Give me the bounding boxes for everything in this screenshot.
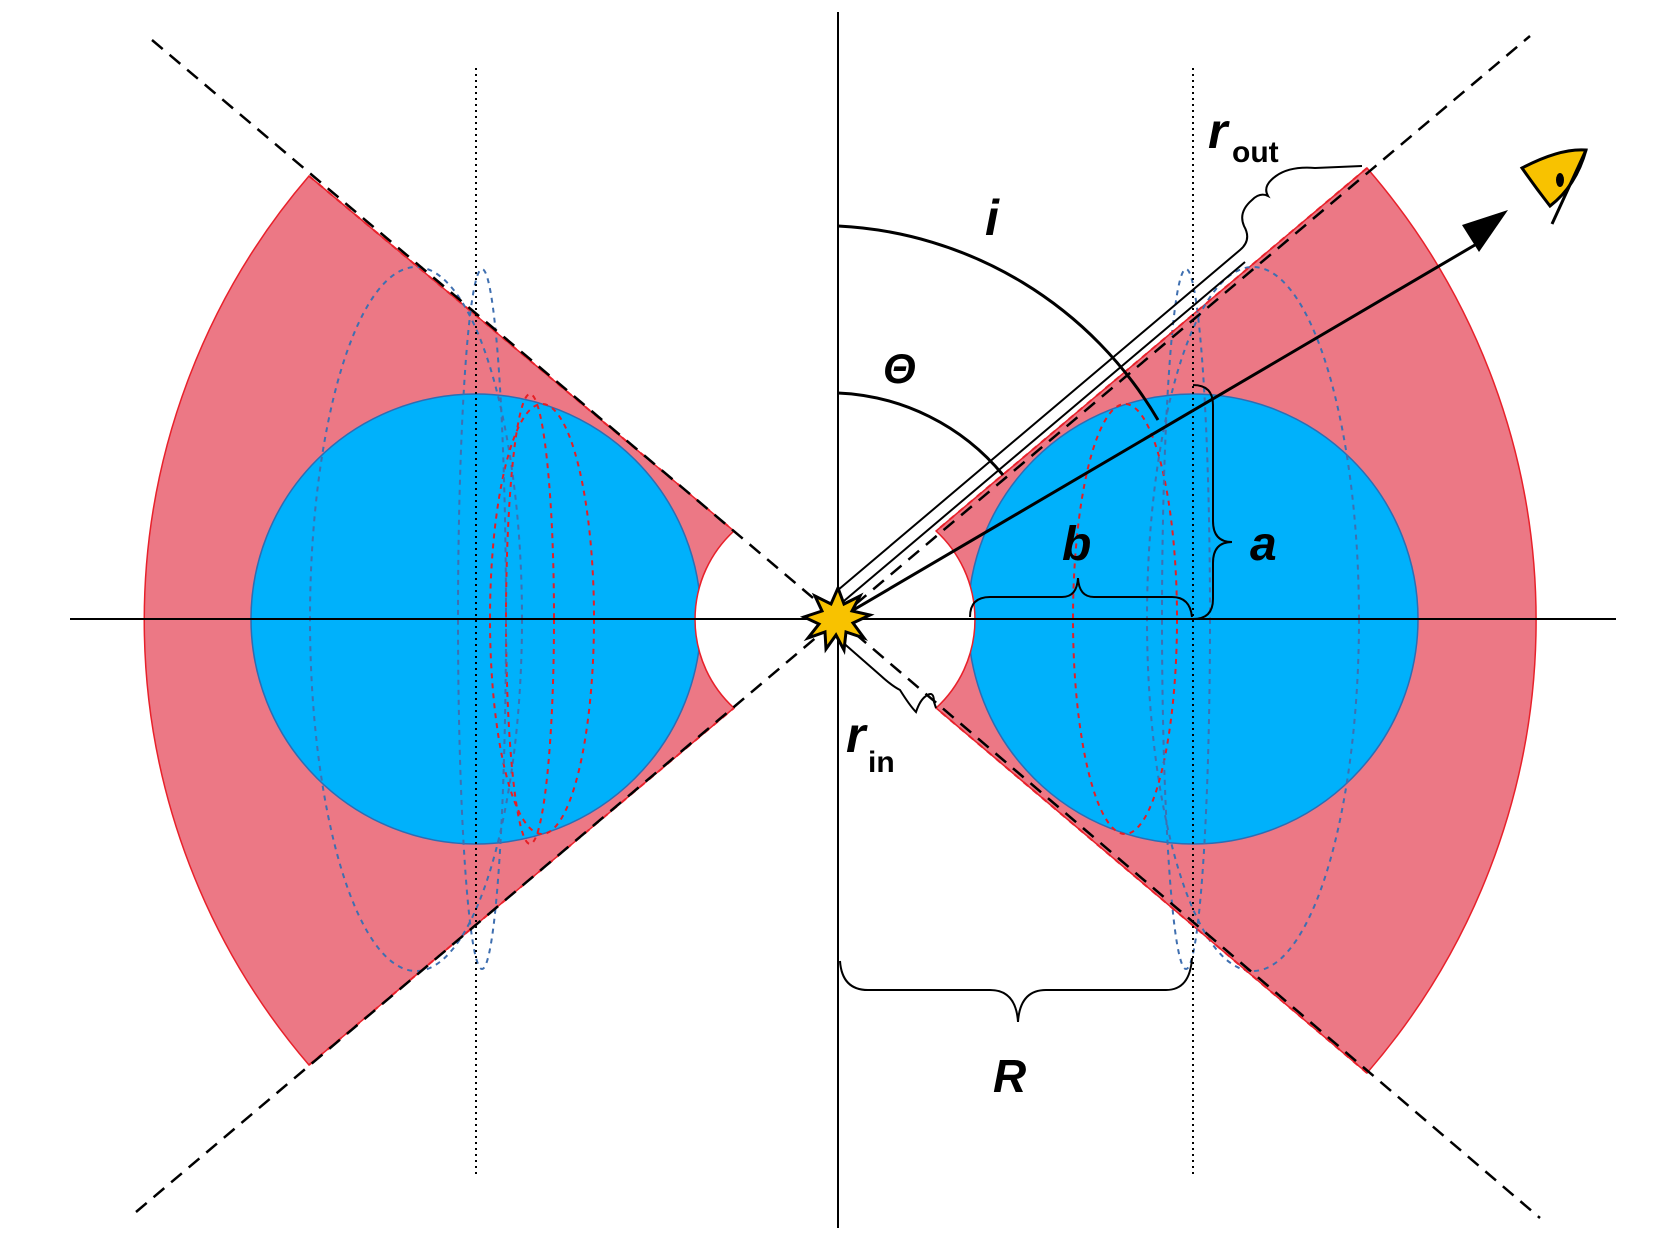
line-of-sight <box>837 240 1481 621</box>
b-label: b <box>1062 518 1091 571</box>
a-brace <box>1192 384 1233 620</box>
r-out-brace <box>837 165 1363 591</box>
r-out-label: r <box>1208 103 1230 159</box>
line-of-sight-arrowhead <box>1462 210 1508 252</box>
left-lower-cone-edge <box>308 707 735 1066</box>
r-out-subscript: out <box>1232 136 1279 169</box>
r-in-brace <box>839 639 937 714</box>
diagonal-lower-left <box>135 618 839 1213</box>
right-lower-cone-edge <box>935 707 1368 1074</box>
inclination-label: i <box>985 190 1000 246</box>
observer-eye-icon <box>1519 148 1588 225</box>
right-upper-cone-edge <box>935 167 1368 532</box>
a-label: a <box>1250 518 1277 571</box>
R-brace <box>839 957 1193 1023</box>
theta-label: Θ <box>883 345 916 392</box>
central-source-star-icon <box>799 584 875 655</box>
inclination-arc <box>837 224 1160 421</box>
diagonal-lower-right <box>837 618 1541 1219</box>
diagonal-upper-left <box>151 39 839 620</box>
r-in-label: r <box>846 707 868 763</box>
b-brace <box>969 577 1193 618</box>
theta-arc <box>837 391 1005 476</box>
r-out-brace-inner <box>837 261 1246 607</box>
r-in-subscript: in <box>868 746 895 779</box>
R-label: R <box>993 1050 1026 1102</box>
diagonal-upper-right <box>837 35 1531 620</box>
